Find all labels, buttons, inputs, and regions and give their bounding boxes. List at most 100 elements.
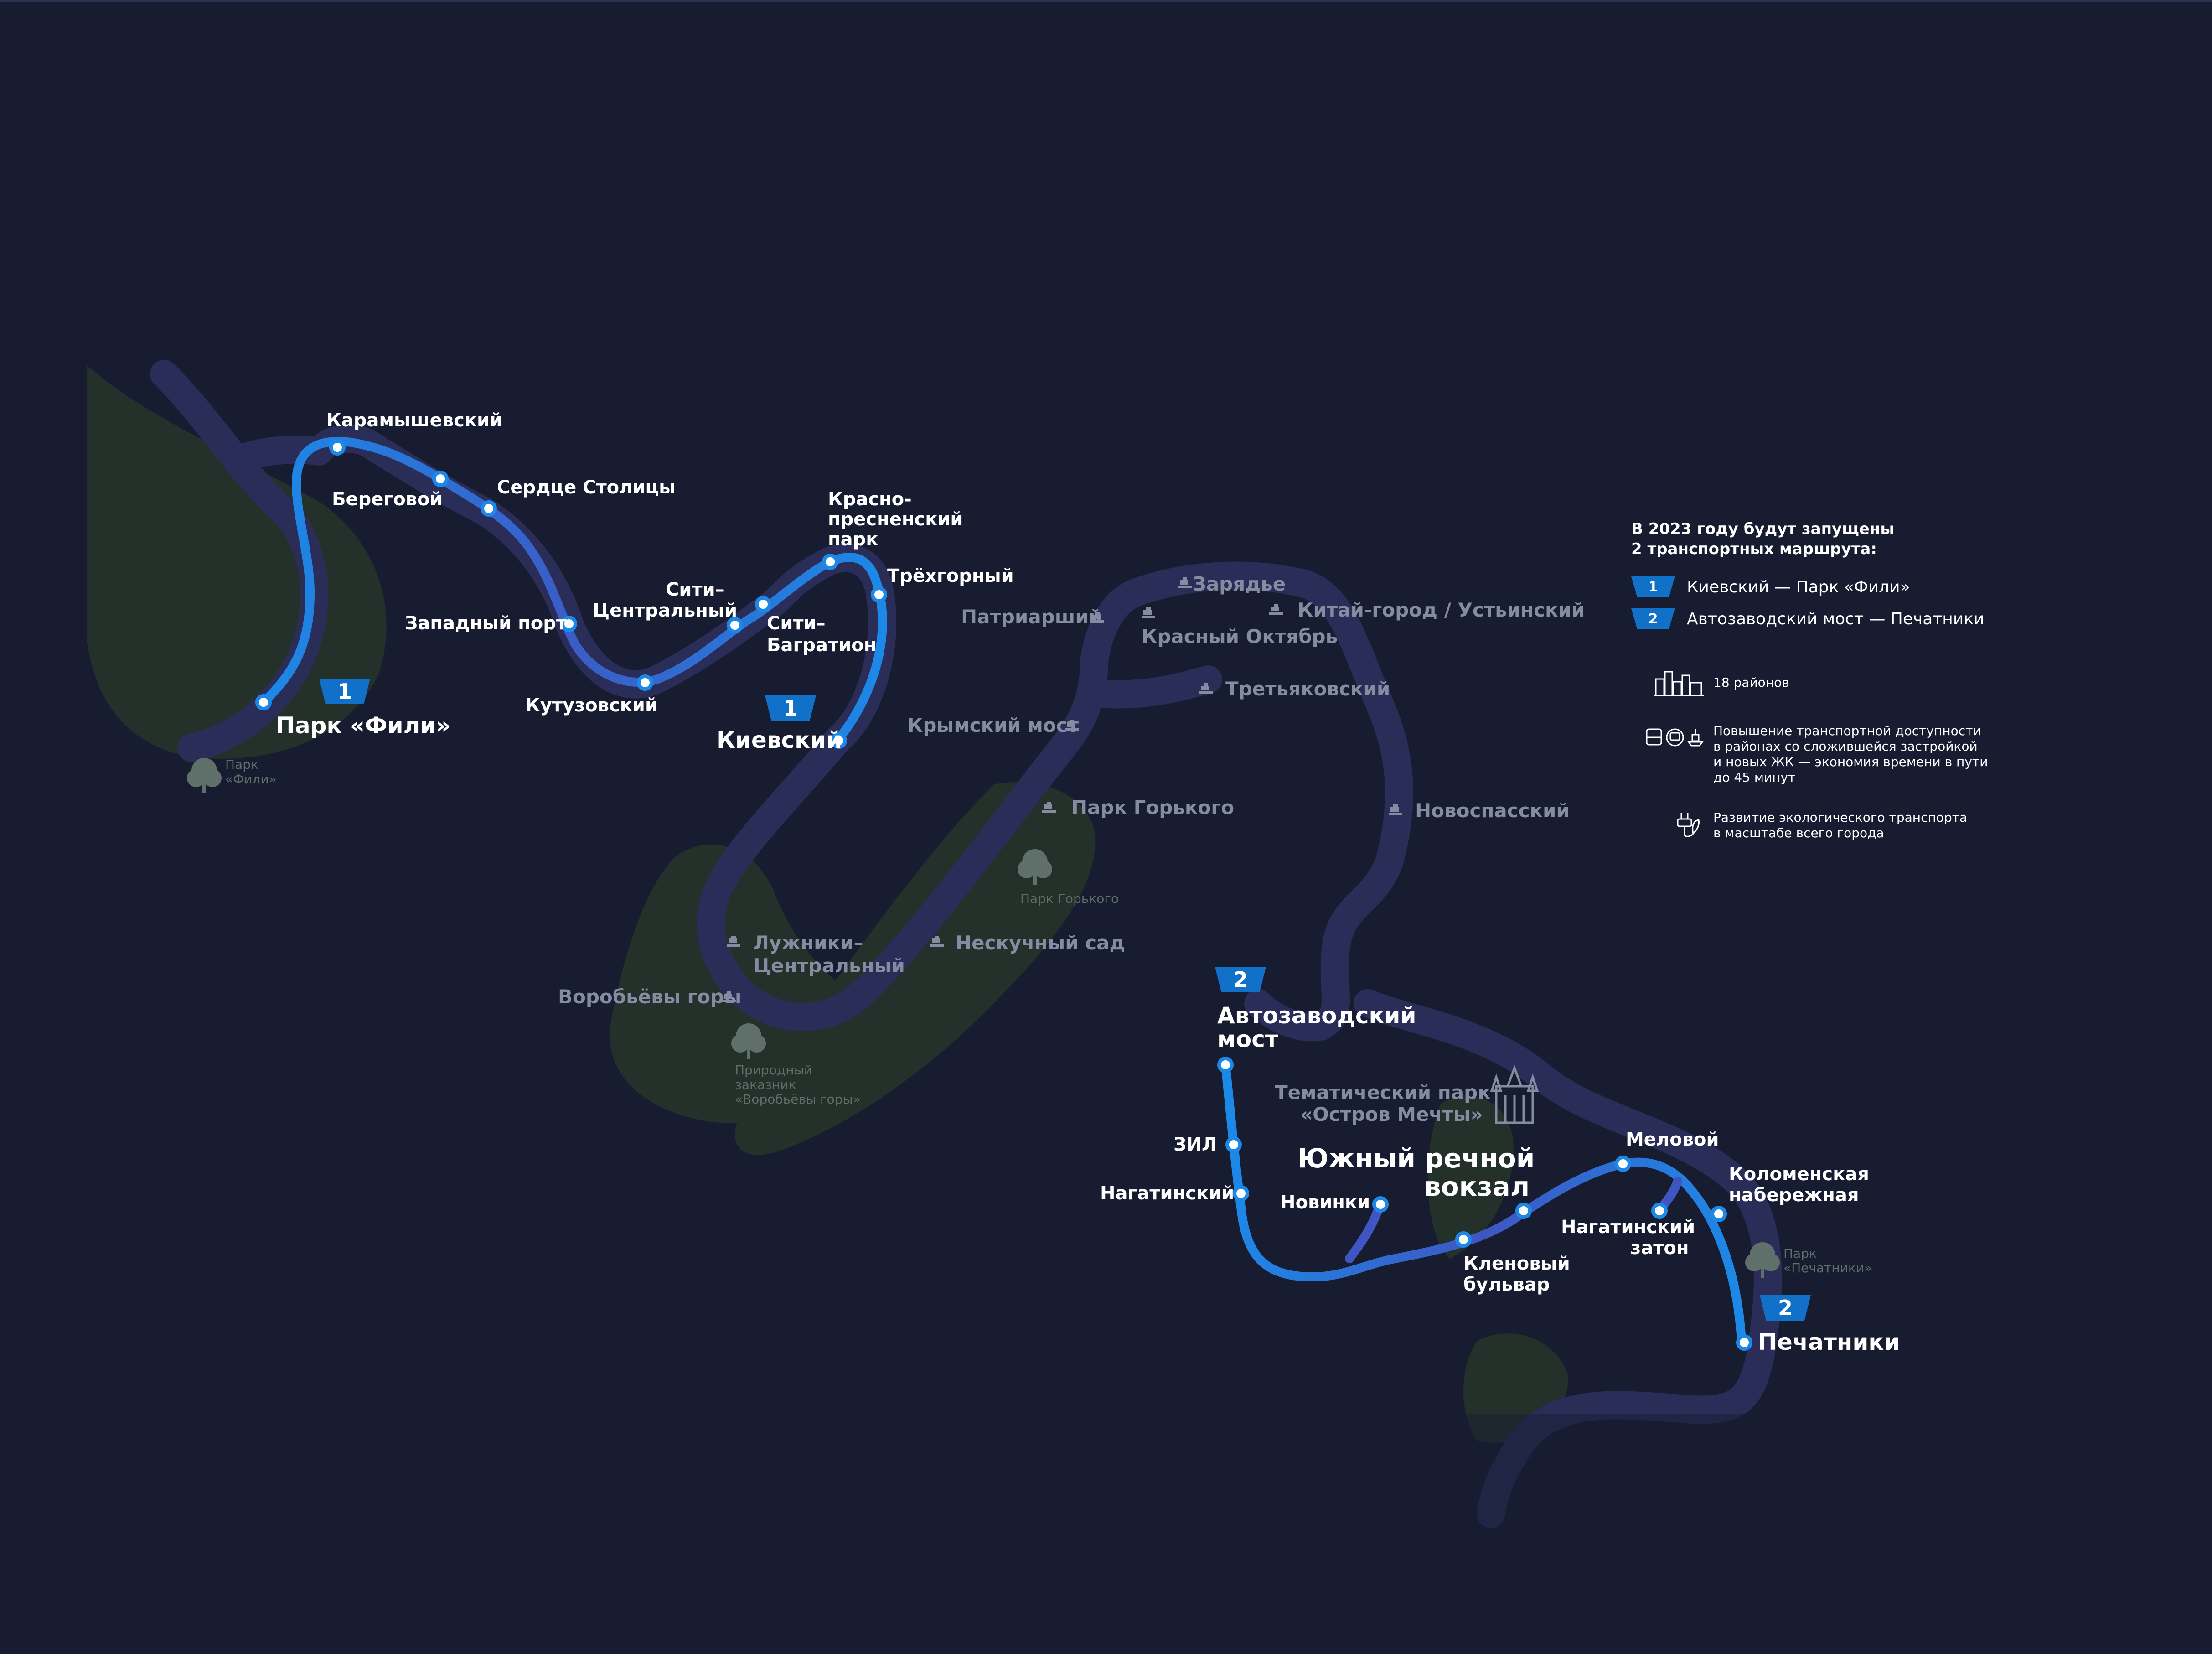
legend-title: В 2023 году будут запущены 2 транспортны…	[1631, 519, 2133, 559]
station-novinki[interactable]	[1372, 1196, 1389, 1213]
station-serdce-stolicy[interactable]	[481, 500, 497, 517]
route-2-badge-avtozavod: 2	[1215, 967, 1266, 992]
boat-icon	[1178, 577, 1192, 588]
eco-line2: в масштабе всего города	[1713, 825, 1884, 840]
boat-icon	[1042, 802, 1056, 813]
tree-icon	[731, 1023, 766, 1059]
svg-text:1: 1	[337, 679, 352, 704]
districts-text: 18 районов	[1713, 675, 1789, 690]
label-siti-bagration-1: Сити–	[767, 613, 826, 634]
station-zil[interactable]	[1225, 1136, 1242, 1153]
legend-title-line2: 2 транспортных маршрута:	[1631, 540, 1877, 558]
tree-icon	[187, 758, 222, 793]
eco-text: Развитие экологического транспорта в мас…	[1713, 808, 2133, 841]
station-krasnopresnensky[interactable]	[822, 554, 838, 570]
route-2-legend-label: Автозаводский мост — Печатники	[1687, 609, 1985, 628]
pier-krasny-oktyabr: Красный Октябрь	[1142, 625, 1338, 648]
station-yuzhny[interactable]	[1515, 1203, 1532, 1219]
station-zapadny-port[interactable]	[561, 616, 577, 632]
label-novinki: Новинки	[1280, 1192, 1370, 1213]
label-kolomenskaya-2: набережная	[1729, 1185, 1859, 1206]
castle-icon	[1490, 1064, 1539, 1124]
label-zapadny-port: Западный порт	[405, 613, 567, 634]
station-kutuzovsky[interactable]	[637, 674, 653, 691]
label-siti-centralny-2: Центральный	[593, 600, 737, 621]
label-nagat-zaton-2: затон	[1630, 1238, 1689, 1259]
legend-eco: Развитие экологического транспорта в мас…	[1631, 808, 2133, 841]
boat-icon	[1199, 683, 1213, 694]
station-nagat-zaton[interactable]	[1651, 1203, 1668, 1219]
transport-icon	[1631, 721, 1713, 753]
route-2-legend-badge: 2	[1631, 608, 1675, 629]
route-1-badge-kievsky: 1	[765, 695, 816, 721]
buildings-icon	[1631, 667, 1713, 699]
station-nagatinsky[interactable]	[1233, 1185, 1249, 1202]
station-kievsky[interactable]	[831, 732, 847, 749]
legend-panel: В 2023 году будут запущены 2 транспортны…	[1631, 519, 2133, 841]
park-fili-label-1: Парк	[225, 757, 258, 772]
pier-kitai-gorod: Китай-город / Устьинский	[1297, 599, 1585, 621]
label-siti-bagration-2: Багратион	[767, 635, 876, 656]
access-text: Повышение транспортной доступности в рай…	[1713, 721, 2133, 785]
label-nagat-zaton-1: Нагатинский	[1561, 1217, 1695, 1238]
legend-route-2: 2 Автозаводский мост — Печатники	[1631, 603, 2133, 635]
label-beregovoy: Береговой	[332, 489, 443, 510]
route-1-legend-label: Киевский — Парк «Фили»	[1687, 577, 1910, 596]
eco-line1: Развитие экологического транспорта	[1713, 810, 1968, 825]
route-2-badge-pechatniki: 2	[1760, 1295, 1811, 1321]
station-beregovoy[interactable]	[432, 471, 449, 487]
station-klenovy[interactable]	[1455, 1231, 1472, 1248]
boat-icon	[722, 991, 736, 1002]
label-pechatniki: Печатники	[1758, 1329, 1900, 1355]
boat-icons	[722, 577, 1402, 1002]
label-tryokhgorny: Трёхгорный	[887, 565, 1014, 586]
label-kutuzovsky: Кутузовский	[525, 695, 658, 716]
station-markers	[255, 439, 1752, 1351]
ostrov-mechty-label-1: Тематический парк	[1275, 1081, 1491, 1104]
label-yuzhny-2: вокзал	[1424, 1171, 1530, 1202]
station-karamyshevsky[interactable]	[329, 439, 346, 456]
station-siti-bagration[interactable]	[755, 596, 771, 612]
svg-text:2: 2	[1233, 967, 1248, 992]
station-kolomenskaya[interactable]	[1711, 1206, 1727, 1222]
access-line3: и новых ЖК — экономия времени в пути	[1713, 754, 1988, 769]
label-krasnopresn-2: пресненский	[828, 509, 963, 530]
label-yuzhny-1: Южный речной	[1297, 1143, 1535, 1174]
route-1-line	[259, 437, 887, 743]
station-siti-centralny[interactable]	[727, 617, 743, 633]
boat-icon	[1065, 720, 1079, 731]
park-gorkogo-label: Парк Горького	[1020, 891, 1119, 906]
park-fili-label-2: «Фили»	[225, 772, 277, 787]
pier-patriarshy: Патриарший	[961, 606, 1102, 628]
boat-icon	[930, 936, 944, 947]
station-tryokhgorny[interactable]	[871, 586, 887, 603]
legend-route-1: 1 Киевский — Парк «Фили»	[1631, 571, 2133, 603]
ostrov-mechty-label-2: «Остров Мечты»	[1300, 1103, 1483, 1125]
svg-text:2: 2	[1778, 1296, 1793, 1320]
legend-title-line1: В 2023 году будут запущены	[1631, 520, 1895, 538]
label-nagatinsky: Нагатинский	[1100, 1183, 1234, 1204]
label-kievsky: Киевский	[717, 727, 842, 753]
pier-park-gorkogo: Парк Горького	[1071, 796, 1234, 819]
boat-icon	[1142, 607, 1155, 618]
pier-luzhniki-2: Центральный	[753, 954, 905, 977]
station-park-fili[interactable]	[255, 694, 272, 710]
legend-districts: 18 районов	[1631, 667, 2133, 699]
tree-icon	[1745, 1242, 1780, 1278]
label-avtozavod-1: Автозаводский	[1217, 1002, 1416, 1029]
access-line2: в районах со сложившейся застройкой	[1713, 739, 1978, 754]
vorobyovy-area	[610, 844, 930, 1124]
label-zil: ЗИЛ	[1173, 1134, 1217, 1155]
vorob-label-1: Природный	[735, 1063, 812, 1078]
station-pechatniki[interactable]	[1736, 1334, 1752, 1351]
station-avtozavodsky[interactable]	[1217, 1057, 1234, 1073]
vorob-label-2: заказник	[735, 1077, 796, 1092]
pier-labels: Зарядье Патриарший Китай-город / Устьинс…	[558, 573, 1585, 1008]
access-line4: до 45 минут	[1713, 770, 1796, 785]
label-karamyshevsky: Карамышевский	[326, 410, 502, 431]
pier-luzhniki-1: Лужники–	[753, 932, 863, 954]
station-melovoy[interactable]	[1615, 1156, 1631, 1172]
boat-icon	[1090, 612, 1104, 623]
